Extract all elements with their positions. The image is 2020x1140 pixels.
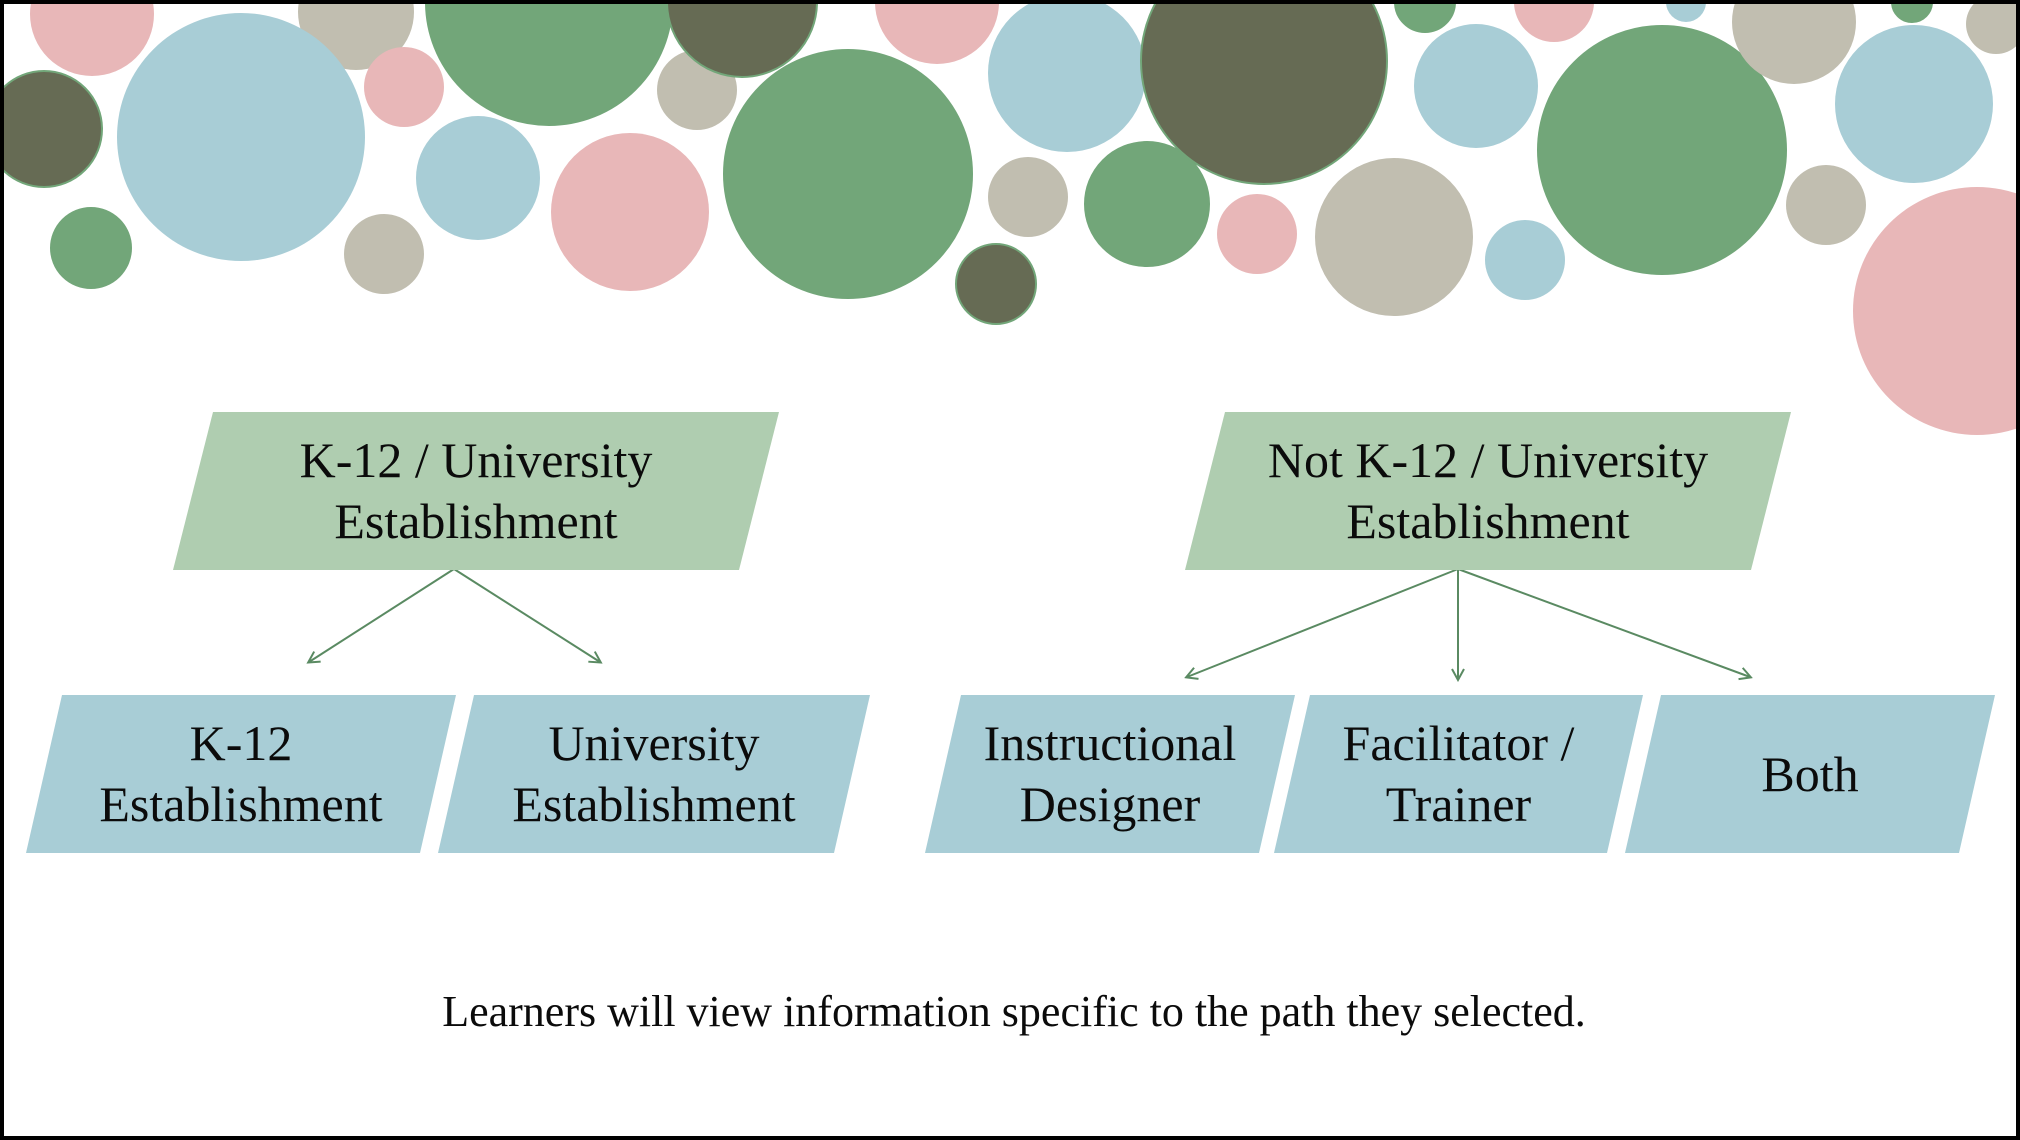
connector-arrows	[4, 4, 2020, 1140]
k12-university-root-box: K-12 / University Establishment	[173, 412, 779, 570]
facilitator-trainer-label: Facilitator / Trainer	[1343, 713, 1575, 835]
both-box: Both	[1625, 695, 1995, 853]
university-establishment-label: University Establishment	[512, 713, 795, 835]
university-establishment-box: University Establishment	[438, 695, 870, 853]
left-root-connectors	[309, 569, 600, 662]
instructional-designer-label: Instructional Designer	[984, 713, 1237, 835]
k12-establishment-box: K-12 Establishment	[26, 695, 456, 853]
not-k12-university-root-label: Not K-12 / University Establishment	[1268, 430, 1708, 552]
facilitator-trainer-box: Facilitator / Trainer	[1274, 695, 1643, 853]
k12-university-root-label: K-12 / University Establishment	[300, 430, 653, 552]
k12-establishment-label: K-12 Establishment	[99, 713, 382, 835]
not-k12-university-root-box: Not K-12 / University Establishment	[1185, 412, 1791, 570]
instructional-designer-box: Instructional Designer	[925, 695, 1295, 853]
right-root-connectors	[1187, 569, 1750, 679]
caption-text: Learners will view information specific …	[4, 984, 2020, 1040]
both-label: Both	[1761, 744, 1858, 805]
